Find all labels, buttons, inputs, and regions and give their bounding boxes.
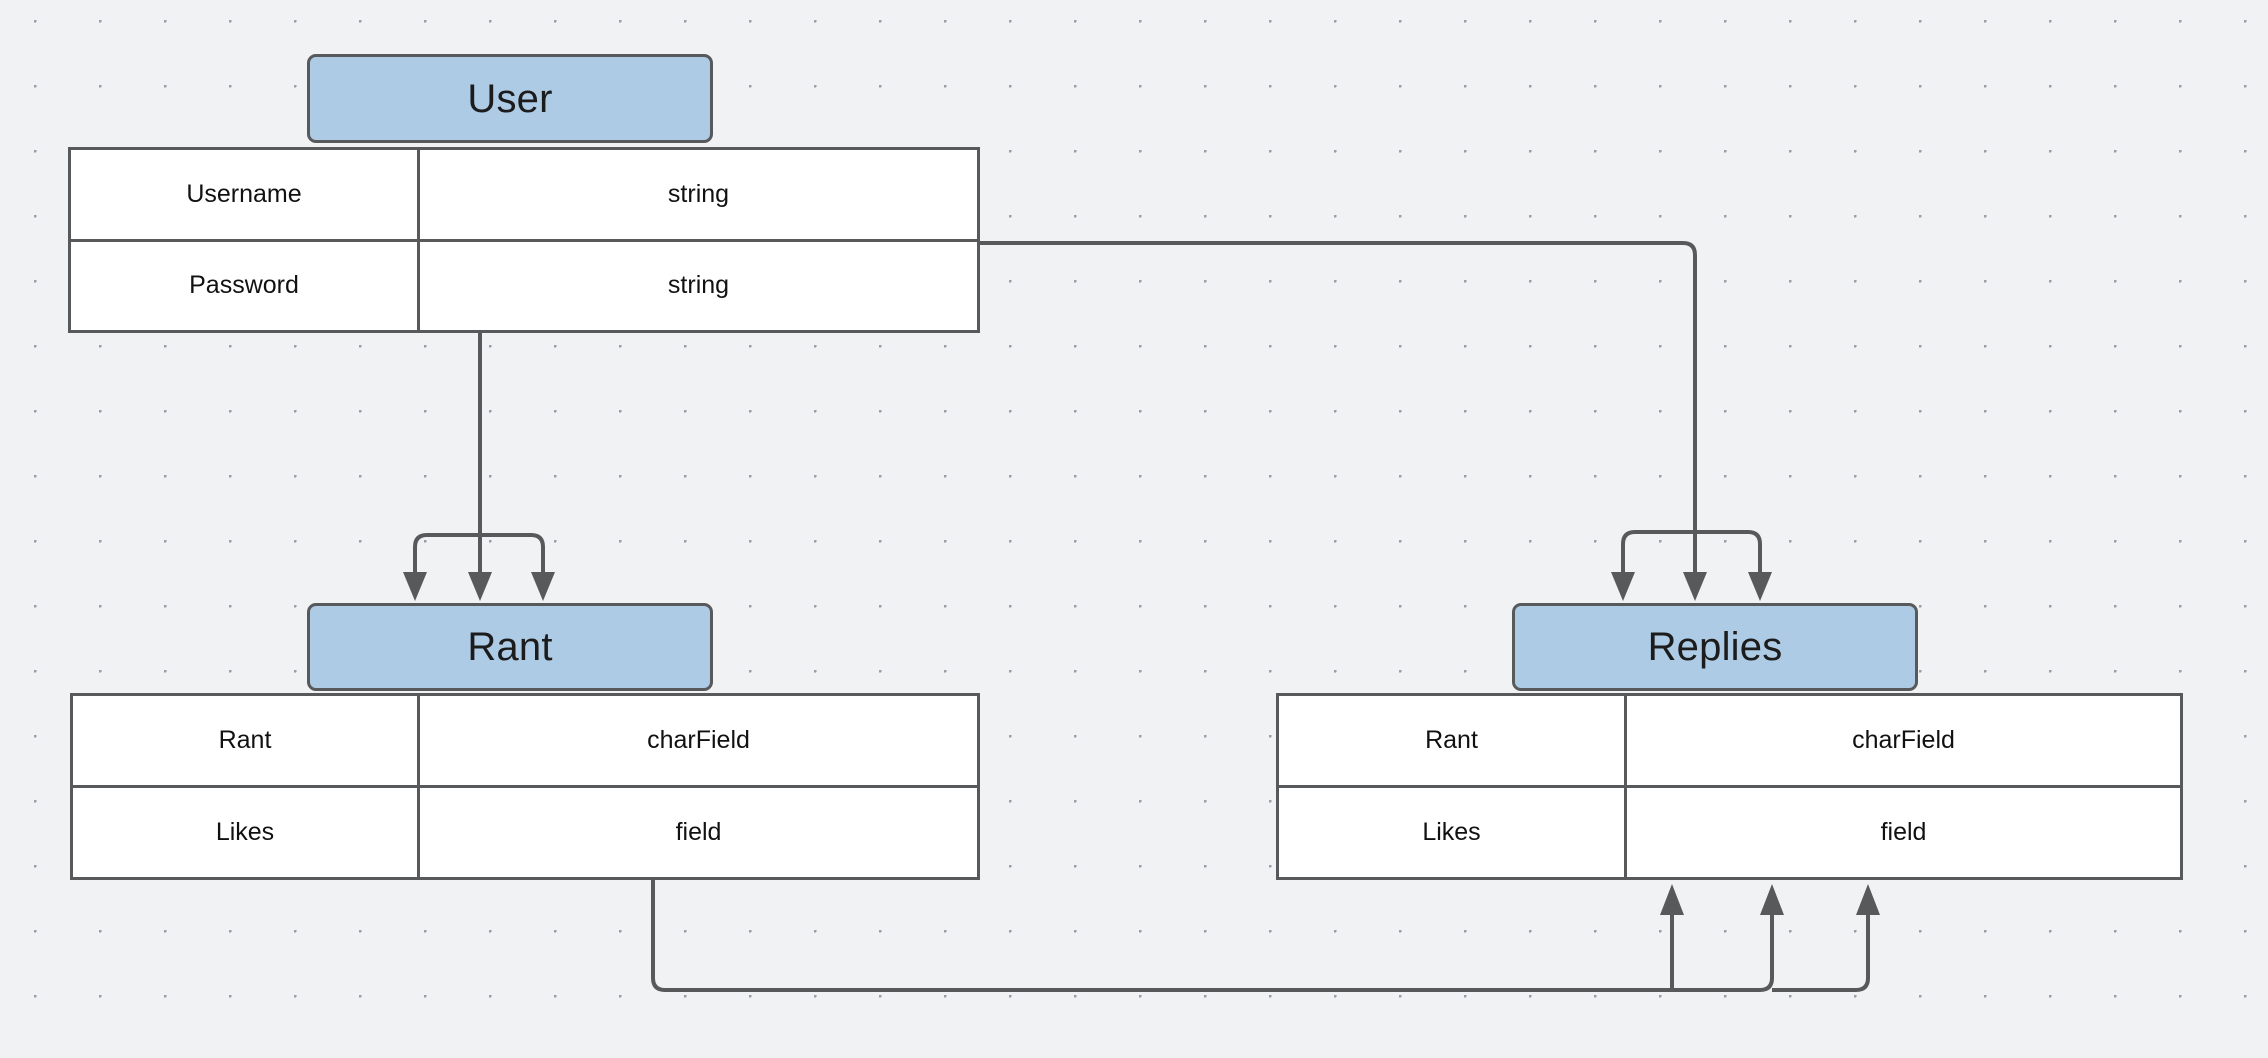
edge-fan-right	[1695, 530, 1762, 572]
attribute-type: string	[667, 271, 730, 300]
arrowhead-up	[1660, 884, 1684, 915]
arrowhead-up	[1856, 884, 1880, 915]
entity-replies-body[interactable]: Rant charField Likes field	[1276, 693, 2183, 880]
entity-user-header[interactable]: User	[307, 54, 713, 143]
entity-rant-body[interactable]: Rant charField Likes field	[70, 693, 980, 880]
table-row[interactable]: Username string	[71, 150, 977, 239]
attribute-type: charField	[1852, 726, 1955, 754]
attribute-name: Likes	[73, 788, 420, 877]
arrowhead-up	[1760, 884, 1784, 915]
edge-trunk	[980, 241, 1697, 532]
arrowhead-down	[531, 572, 555, 601]
attribute-type: field	[1880, 818, 1927, 846]
entity-user-body[interactable]: Username string Password string	[68, 147, 980, 333]
entity-rant-title: Rant	[467, 625, 553, 669]
entity-rant-header[interactable]: Rant	[307, 603, 713, 691]
edge-rant-to-replies[interactable]	[651, 880, 1880, 992]
edge-fan-right	[1772, 915, 1870, 992]
table-row[interactable]: Likes field	[1279, 785, 2180, 877]
edge-fan-left	[1621, 530, 1695, 572]
edge-fan-left	[1660, 915, 1774, 992]
arrowhead-down	[468, 572, 492, 601]
entity-replies-header[interactable]: Replies	[1512, 603, 1918, 691]
entity-user-title: User	[467, 76, 553, 121]
table-row[interactable]: Rant charField	[73, 696, 977, 785]
edge-trunk	[651, 880, 1660, 992]
attribute-name: Likes	[1279, 788, 1627, 877]
attribute-name: Rant	[73, 696, 420, 785]
arrowhead-down	[403, 572, 427, 601]
attribute-type: charField	[647, 726, 750, 754]
table-row[interactable]: Likes field	[73, 785, 977, 877]
edge-user-to-replies[interactable]	[980, 241, 1772, 601]
edge-fan-left	[413, 533, 480, 572]
attribute-type: string	[667, 179, 730, 208]
attribute-name: Username	[71, 150, 420, 239]
table-row[interactable]: Password string	[71, 238, 977, 330]
table-row[interactable]: Rant charField	[1279, 696, 2180, 785]
attribute-name: Password	[71, 241, 420, 330]
arrowhead-down	[1611, 572, 1635, 601]
arrowhead-down	[1683, 572, 1707, 601]
edge-fan-right	[480, 533, 545, 572]
arrowhead-down	[1748, 572, 1772, 601]
entity-replies-title: Replies	[1647, 625, 1783, 669]
attribute-type: field	[675, 818, 722, 846]
attribute-name: Rant	[1279, 696, 1627, 785]
edge-user-to-rant[interactable]	[403, 333, 555, 601]
